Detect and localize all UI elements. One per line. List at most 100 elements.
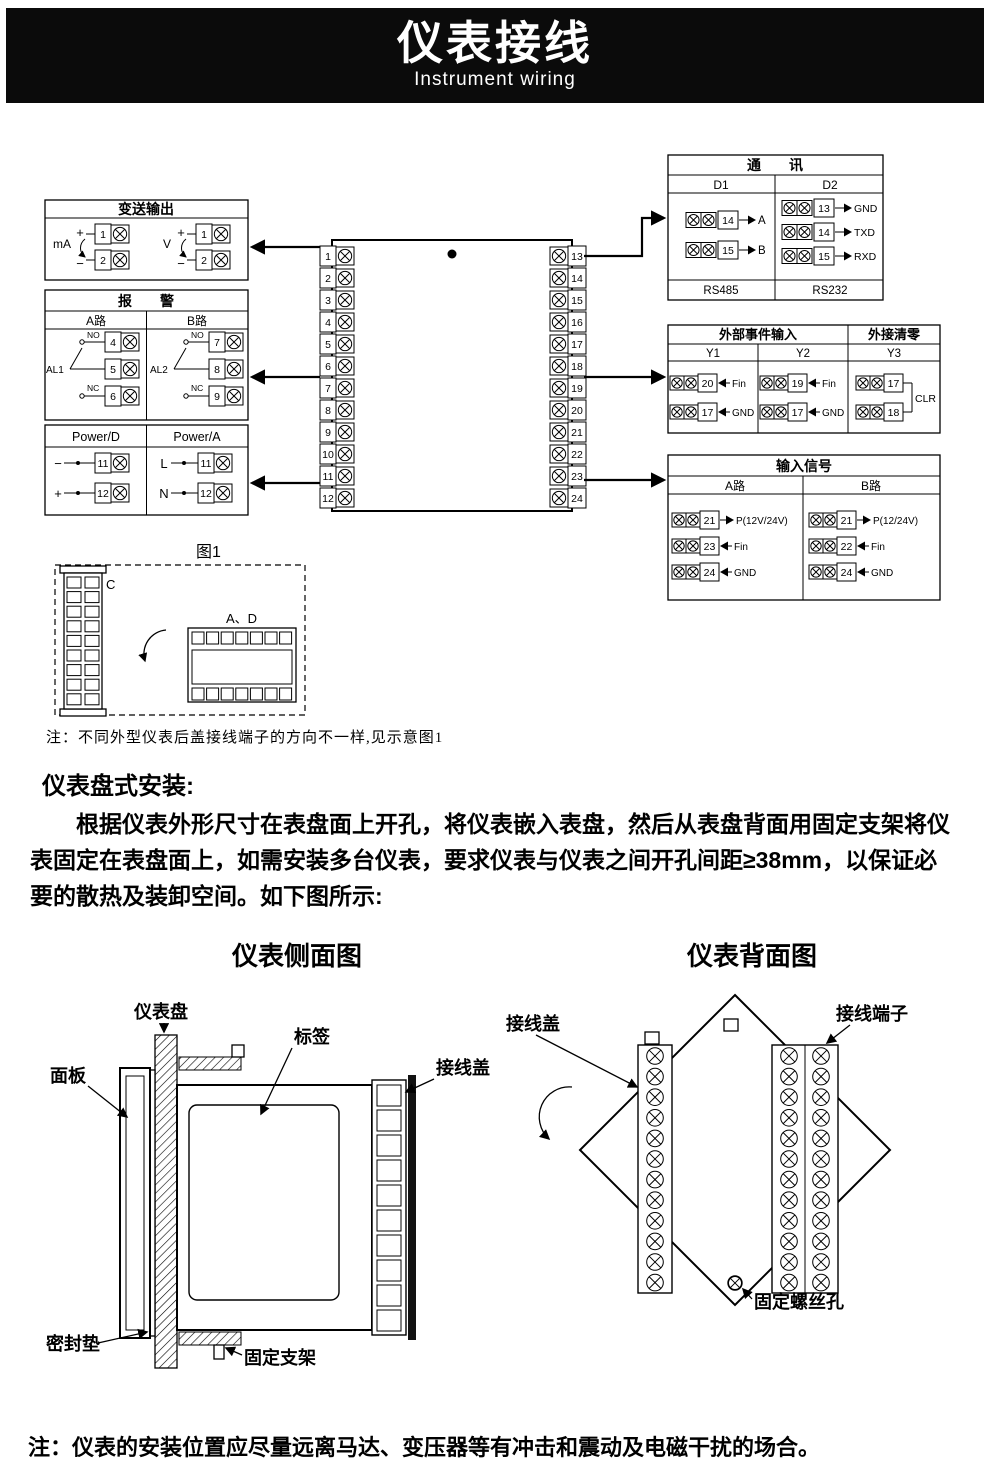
terminal-cell: 8: [208, 358, 244, 380]
terminal-strip-left: [637, 1044, 673, 1294]
terminal-cell: 6: [104, 385, 140, 407]
terminal-cell: 11: [197, 452, 233, 474]
svg-text:12: 12: [322, 493, 334, 505]
svg-text:22: 22: [571, 449, 583, 461]
svg-text:7: 7: [325, 383, 331, 395]
ma-plus: +: [76, 225, 84, 240]
terminal-cell: 7: [319, 377, 355, 399]
rs232-label: RS232: [812, 285, 847, 297]
svg-text:13: 13: [818, 203, 830, 215]
svg-text:20: 20: [702, 378, 714, 390]
svg-text:21: 21: [841, 515, 853, 527]
bottom-bracket: [178, 1331, 242, 1346]
y3-header: Y3: [887, 348, 901, 360]
svg-text:1: 1: [100, 229, 106, 241]
terminal-cell: 13: [549, 245, 587, 267]
svg-text:20: 20: [571, 405, 583, 417]
svg-text:A: A: [758, 215, 766, 227]
svg-text:19: 19: [792, 378, 804, 390]
connector-c-terminals: [66, 576, 100, 706]
al2-label: AL2: [150, 365, 168, 376]
terminal-cell: 12: [197, 482, 233, 504]
terminal-cell: 19: [549, 377, 587, 399]
label-area: [188, 1104, 340, 1301]
back-left-screws: [646, 1047, 664, 1292]
io-row: 17 GND: [669, 402, 754, 422]
terminal-cell: 2: [195, 249, 231, 271]
svg-text:9: 9: [325, 427, 331, 439]
bracket-label: 固定支架: [244, 1347, 316, 1368]
svg-text:Fin: Fin: [822, 379, 836, 390]
al2-nc-label: NC: [191, 383, 203, 393]
terminal-cell: 15: [549, 289, 587, 311]
power-a-sign2: N: [159, 486, 168, 501]
io-row: 18: [855, 402, 904, 422]
terminal-cell: 4: [319, 311, 355, 333]
svg-text:TXD: TXD: [854, 227, 875, 239]
terminal-cell: 4: [104, 331, 140, 353]
input-col-a: A路: [725, 478, 745, 493]
svg-text:14: 14: [571, 273, 583, 285]
side-view-title: 仪表侧面图: [231, 942, 362, 971]
panel-label: 仪表盘: [133, 1001, 188, 1022]
clr-label: CLR: [915, 393, 936, 405]
page-subtitle: Instrument wiring: [414, 69, 576, 90]
ma-minus: −: [76, 256, 84, 271]
svg-text:17: 17: [571, 339, 583, 351]
svg-text:2: 2: [325, 273, 331, 285]
svg-text:1: 1: [325, 251, 331, 263]
front-bezel: [119, 1067, 151, 1339]
svg-text:4: 4: [110, 337, 116, 349]
comm-box-title: 通 讯: [747, 157, 803, 173]
polarity-arrow-icon: [179, 238, 187, 258]
svg-text:17: 17: [702, 407, 714, 419]
svg-text:6: 6: [110, 391, 116, 403]
svg-text:15: 15: [722, 245, 734, 257]
alarm-col-a: A路: [86, 313, 106, 328]
svg-text:2: 2: [100, 255, 106, 267]
connection-arrows: [249, 210, 667, 491]
al1-label: AL1: [46, 365, 64, 376]
svg-text:8: 8: [214, 364, 220, 376]
terminal-cell: 1: [319, 245, 355, 267]
terminal-cell: 10: [319, 443, 355, 465]
wiring-note: 注：不同外型仪表后盖接线端子的方向不一样,见示意图1: [46, 730, 444, 746]
terminal-cell: 2: [319, 267, 355, 289]
transmitter-box-title: 变送输出: [118, 201, 174, 217]
cover-label-back: 接线盖: [506, 1013, 560, 1034]
connector-ad-label: A、D: [226, 611, 257, 626]
svg-text:10: 10: [322, 449, 334, 461]
page-title: 仪表接线: [397, 17, 593, 69]
svg-text:21: 21: [571, 427, 583, 439]
svg-text:6: 6: [325, 361, 331, 373]
bottom-bracket-screw: [213, 1344, 225, 1360]
svg-text:GND: GND: [732, 408, 754, 419]
svg-text:3: 3: [325, 295, 331, 307]
svg-text:1: 1: [201, 229, 207, 241]
power-d-sign1: −: [54, 456, 62, 471]
svg-text:P(12V/24V): P(12V/24V): [736, 516, 788, 527]
svg-text:GND: GND: [822, 408, 844, 419]
installation-diagrams: 仪表盘 标签 接线盖 面板 密封垫 固定支架 接线盖: [46, 993, 908, 1369]
terminal-cell: 23: [549, 465, 587, 487]
terminal-cell: 1: [94, 223, 130, 245]
alarm-col-b: B路: [187, 313, 207, 328]
alarm-box-title: 报 警: [118, 293, 174, 309]
svg-text:Fin: Fin: [871, 542, 885, 553]
v-label: V: [163, 237, 171, 251]
terminal-cell: 8: [319, 399, 355, 421]
svg-text:P(12/24V): P(12/24V): [873, 516, 918, 527]
terminal-cell: 12: [94, 482, 130, 504]
svg-text:5: 5: [325, 339, 331, 351]
